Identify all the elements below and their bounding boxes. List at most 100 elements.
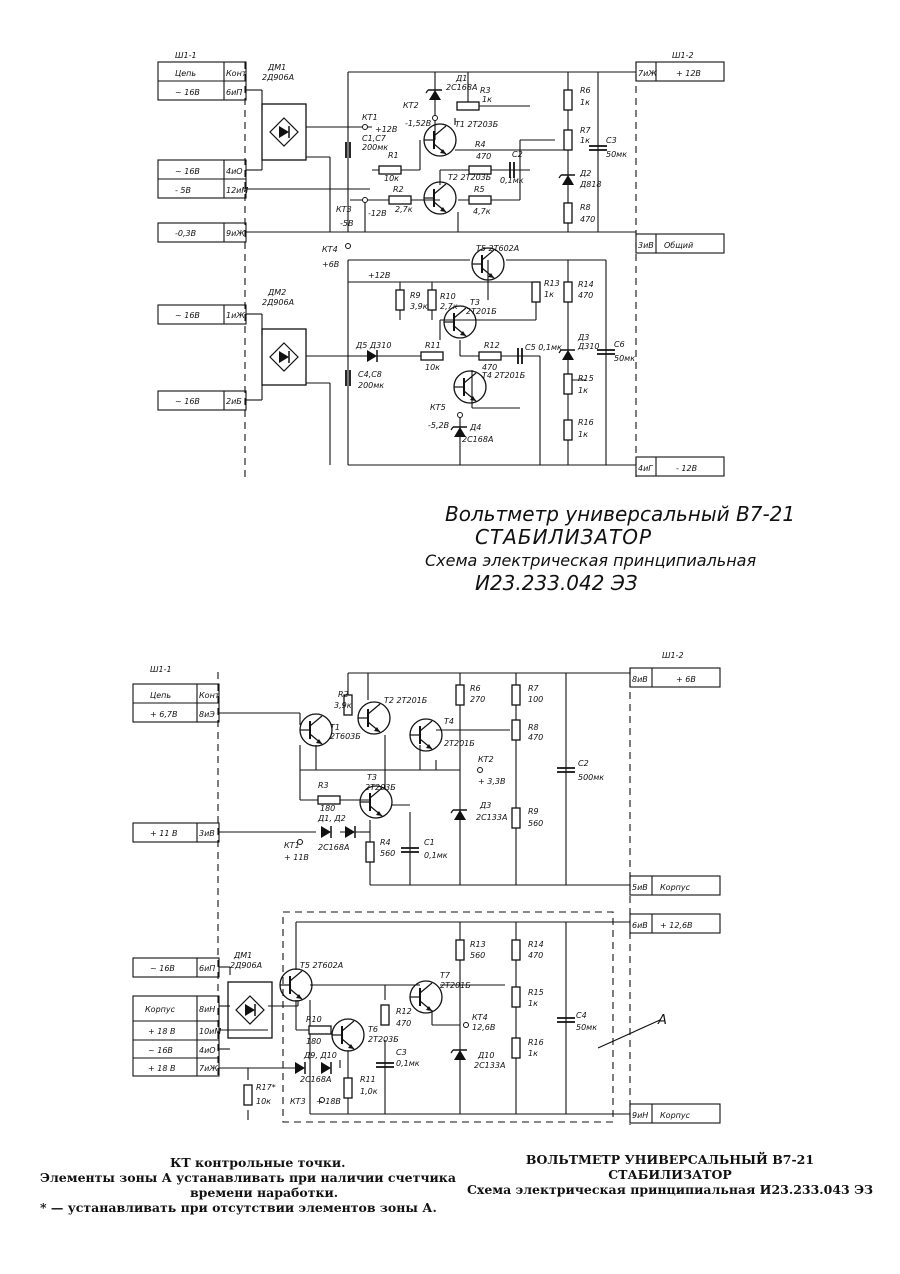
component-value: 3,9к (410, 302, 428, 311)
connector-label: Ш1-1 (150, 665, 172, 674)
component-value: -12В (368, 209, 387, 218)
component-label: R2 (338, 690, 349, 699)
component-value: + 3,3В (478, 777, 505, 786)
title-line: СТАБИЛИЗАТОР (475, 525, 653, 549)
component-value: -1,52В (405, 119, 431, 128)
component-label: R8 (580, 203, 591, 212)
pin-id: 7иЖ (199, 1064, 218, 1073)
component-value: 50мк (606, 150, 627, 159)
component-label: КТ3 (290, 1097, 306, 1106)
component-label: R12 (484, 341, 500, 350)
connector-label: Ш1-2 (672, 51, 694, 60)
component-label: Д2 (579, 169, 591, 178)
component-label: Д4 (469, 423, 481, 432)
component-value: 10к (425, 363, 440, 372)
component-label: Д3 (577, 333, 589, 342)
component-value: 2Т201Б (440, 981, 471, 990)
component-value: 2Т201Б (444, 739, 475, 748)
pin-label: + 12В (676, 69, 701, 78)
component-label: R14 (578, 280, 594, 289)
diagram-2-components (227, 684, 576, 1106)
component-value: 1к (578, 386, 588, 395)
component-label: R7 (580, 126, 592, 135)
component-value: 2С133А (476, 813, 507, 822)
pin-id: 3иВ (638, 241, 654, 250)
component-label: R9 (410, 291, 421, 300)
component-label: Т7 (440, 971, 451, 980)
component-label: R3 (480, 86, 491, 95)
component-value: 200мк (362, 143, 388, 152)
component-value: 1к (528, 999, 538, 1008)
component-value: 470 (476, 152, 491, 161)
component-label: С1 (424, 838, 435, 847)
component-label: С6 (614, 340, 625, 349)
component-value: 1к (580, 136, 590, 145)
component-value: 180 (320, 804, 335, 813)
component-label: Т2 2Т201Б (384, 696, 428, 705)
pin-label: Корпус (660, 883, 691, 892)
component-label: R11 (360, 1075, 376, 1084)
title-line: Вольтметр универсальный В7-21 (445, 502, 796, 526)
component-value: 2Т201Б (466, 307, 497, 316)
component-label: R12 (396, 1007, 412, 1016)
component-value: 100 (528, 695, 543, 704)
pin-label: ~ 16В (175, 397, 200, 406)
component-value: + 18В (316, 1097, 341, 1106)
component-value: 50мк (614, 354, 635, 363)
pin-label: - 12В (676, 464, 697, 473)
component-value: 1к (578, 430, 588, 439)
zone-a-label: А (657, 1013, 667, 1028)
pin-id: Конт (226, 69, 247, 78)
component-label: R2 (393, 185, 404, 194)
pin-id: 6иП (199, 964, 215, 973)
component-value: +6В (322, 260, 339, 269)
pin-id: 8иВ (632, 675, 648, 684)
title-line: Схема электрическая принципиальная (425, 551, 757, 570)
connector-label: Ш1-2 (662, 651, 684, 660)
pin-label: Корпус (660, 1111, 691, 1120)
pin-label: ~ 16В (148, 1046, 173, 1055)
component-label: ДМ2 (267, 288, 286, 297)
component-value: 180 (306, 1037, 321, 1046)
component-label: R10 (440, 292, 456, 301)
component-value: 2Д906А (262, 73, 294, 82)
component-label: КТ2 (403, 101, 419, 110)
component-value: 470 (482, 363, 497, 372)
pin-id: 6иП (226, 88, 242, 97)
pin-id: 2иБ (226, 397, 242, 406)
pin-label: - 5В (175, 186, 191, 195)
component-value: + 11В (284, 853, 309, 862)
component-label: Т5 2Т602А (300, 961, 343, 970)
component-value: 2Т203Б (365, 783, 396, 792)
component-label: Д1, Д2 (317, 814, 346, 823)
component-label: Т2 2Т203Б (448, 173, 492, 182)
component-value: 2,7к (395, 205, 413, 214)
component-label: R8 (528, 723, 539, 732)
component-value: 2Д906А (230, 961, 262, 970)
diagram-2-labels: Ш1-1 Ш1-2 Цепь Конт + 6,7В 8иЭ + 11 В 3и… (145, 651, 696, 1120)
component-value: 1к (544, 290, 554, 299)
component-value: 1к (580, 98, 590, 107)
component-label: Д1 (455, 74, 467, 83)
connector-label: Ш1-1 (175, 51, 197, 60)
pin-label: + 6В (676, 675, 696, 684)
component-label: R5 (474, 185, 485, 194)
component-label: R15 (528, 988, 544, 997)
component-label: R11 (425, 341, 441, 350)
component-label: Т4 (444, 717, 454, 726)
component-value: 2Т203Б (368, 1035, 399, 1044)
component-label: Т1 (330, 723, 340, 732)
pin-label: ~ 16В (175, 88, 200, 97)
component-label: С5 0,1мк (525, 343, 562, 352)
component-value: 560 (528, 819, 543, 828)
component-label: R16 (578, 418, 594, 427)
component-label: R3 (318, 781, 329, 790)
note-line: Элементы зоны А устанавливать при наличи… (40, 1170, 456, 1185)
pin-id: 12иМ (226, 186, 248, 195)
component-label: R13 (470, 940, 486, 949)
component-value: 12,6В (472, 1023, 495, 1032)
component-value: 270 (470, 695, 485, 704)
component-value: 10к (384, 174, 399, 183)
pin-label: -0,3В (175, 229, 196, 238)
